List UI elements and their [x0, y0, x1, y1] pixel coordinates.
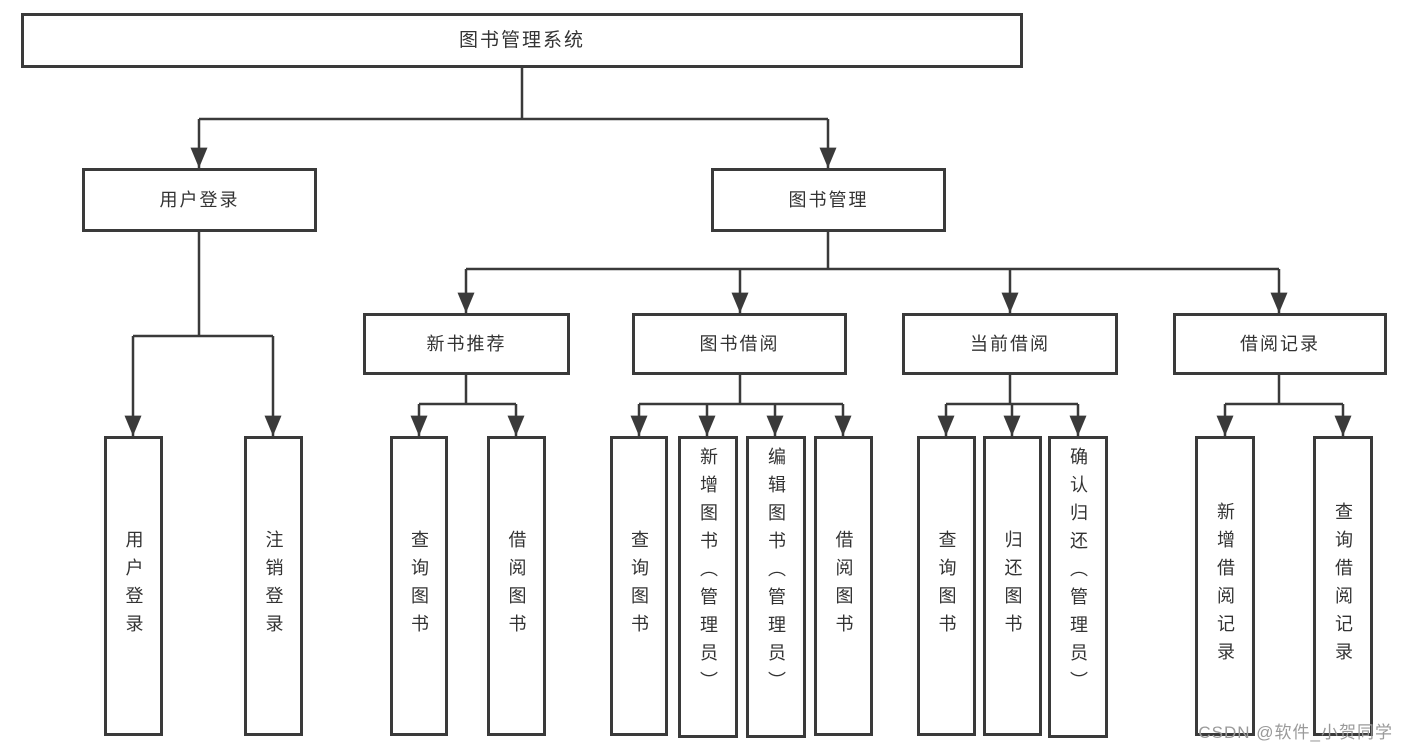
- leaf-bb-edit-books-admin-label: 编辑图书（管理员）: [766, 447, 786, 699]
- leaf-cb-return-books: 归还图书: [983, 436, 1042, 736]
- node-new-book-recommend: 新书推荐: [363, 313, 570, 375]
- leaf-bb-borrow-books-label: 借阅图书: [833, 530, 854, 642]
- node-current-borrowing-label: 当前借阅: [970, 334, 1050, 354]
- watermark: CSDN @软件_小贺同学: [1198, 723, 1393, 742]
- node-book-borrowing: 图书借阅: [632, 313, 847, 375]
- leaf-cb-return-books-label: 归还图书: [1002, 530, 1023, 642]
- leaf-bb-borrow-books: 借阅图书: [814, 436, 873, 736]
- connector-arrows: [124, 119, 1352, 436]
- leaf-rec-borrow-books-label: 借阅图书: [506, 530, 527, 642]
- leaf-br-query-record: 查询借阅记录: [1313, 436, 1373, 736]
- leaf-user-login-label: 用户登录: [123, 530, 144, 642]
- node-book-borrowing-label: 图书借阅: [699, 334, 780, 354]
- leaf-br-add-record: 新增借阅记录: [1195, 436, 1255, 736]
- node-user-login-label: 用户登录: [159, 190, 240, 210]
- leaf-cb-confirm-return-admin-label: 确认归还（管理员）: [1068, 447, 1088, 699]
- leaf-cb-query-books-label: 查询图书: [936, 530, 957, 642]
- leaf-bb-query-books-label: 查询图书: [629, 530, 649, 642]
- leaf-cb-query-books: 查询图书: [917, 436, 976, 736]
- node-book-management: 图书管理: [711, 168, 946, 232]
- leaf-bb-edit-books-admin: 编辑图书（管理员）: [746, 436, 806, 738]
- leaf-bb-query-books: 查询图书: [610, 436, 668, 736]
- leaf-logout: 注销登录: [244, 436, 303, 736]
- leaf-rec-borrow-books: 借阅图书: [487, 436, 546, 736]
- leaf-user-login: 用户登录: [104, 436, 163, 736]
- node-book-management-label: 图书管理: [788, 190, 869, 210]
- node-user-login: 用户登录: [82, 168, 317, 232]
- leaf-cb-confirm-return-admin: 确认归还（管理员）: [1048, 436, 1108, 738]
- leaf-br-query-record-label: 查询借阅记录: [1333, 502, 1353, 670]
- node-library-system: 图书管理系统: [21, 13, 1023, 68]
- leaf-bb-add-books-admin: 新增图书（管理员）: [678, 436, 738, 738]
- leaf-bb-add-books-admin-label: 新增图书（管理员）: [698, 447, 718, 699]
- leaf-logout-label: 注销登录: [263, 530, 284, 642]
- node-borrowing-records: 借阅记录: [1173, 313, 1387, 375]
- node-current-borrowing: 当前借阅: [902, 313, 1118, 375]
- node-library-system-label: 图书管理系统: [458, 30, 585, 51]
- leaf-rec-query-books: 查询图书: [390, 436, 448, 736]
- node-borrowing-records-label: 借阅记录: [1240, 334, 1320, 354]
- leaf-br-add-record-label: 新增借阅记录: [1215, 502, 1235, 670]
- leaf-rec-query-books-label: 查询图书: [409, 530, 429, 642]
- node-new-book-recommend-label: 新书推荐: [426, 334, 507, 354]
